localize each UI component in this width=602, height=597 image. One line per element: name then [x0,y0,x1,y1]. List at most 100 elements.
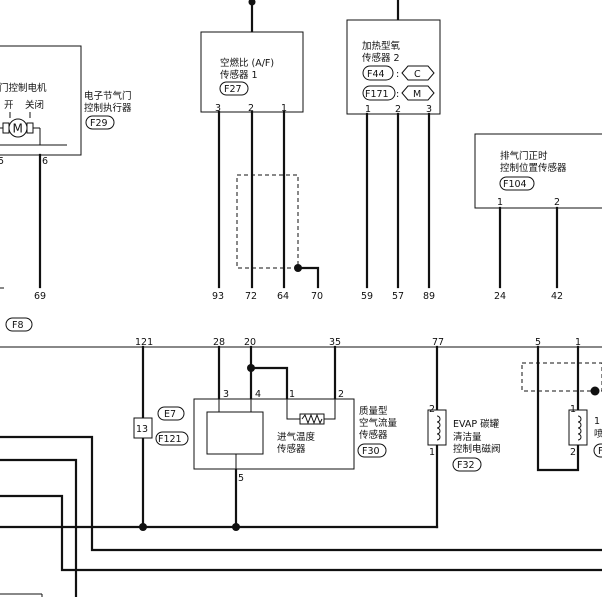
connector-e7-badge [157,406,185,421]
throttle-motor-label: 门控制电机 [0,82,47,94]
af-pin-3: 3 [215,103,221,114]
iat-resistor-icon [301,413,323,425]
right-connector: F [598,446,602,457]
maf-pin-5: 5 [238,473,244,484]
af-sensor-box [200,31,304,113]
iat-label-line1: 进气温度 [277,431,316,443]
right-shield-junction [590,386,600,396]
motor-pin-5: 5 [0,156,4,167]
cam-pin-2: 2 [554,197,560,208]
ecm-pin-5: 5 [535,337,541,348]
upper-harness [38,110,559,289]
ecm-pin-121: 121 [135,337,153,348]
af-sensor-line2: 传感器 1 [220,69,258,81]
connector-f171-badge [362,85,396,101]
cam-sensor-line1: 排气门正时 [500,150,548,162]
connector-f104: F104 [503,179,527,190]
wire-long-b [0,458,78,597]
throttle-actuator-line2: 控制执行器 [84,102,132,114]
ecm-pin-42: 42 [551,291,563,302]
ecm-pin-1: 1 [575,337,581,348]
connector-code-c: C [414,69,421,80]
cam-sensor-line2: 控制位置传感器 [500,162,567,174]
right-shield-box [521,362,602,392]
af-top-junction [248,0,256,6]
iat-lead-left [286,399,300,420]
connector-f8: F8 [12,320,24,331]
af-sensor: 4 空燃比 (A/F) 传感器 1 F27 3 2 1 [200,0,304,114]
right-label-line2: 喷 [594,429,602,440]
throttle-actuator-label-group: 电子节气门 控制执行器 F29 [84,90,132,130]
ecm-pins-bottom: 121 28 20 35 77 5 1 [135,337,581,348]
joint-connector: 13 E7 F121 [133,406,189,446]
maf-pin-3: 3 [223,389,229,400]
ecm-pin-35: 35 [329,337,341,348]
connector-f44-badge [362,65,394,81]
wire-long-a [0,435,602,552]
ecm-pin-24: 24 [494,291,506,302]
ho2s-pin-1: 1 [365,104,371,115]
evap-pin-2: 2 [429,404,435,415]
connector-code-m: M [413,89,421,100]
shield-box [236,174,299,269]
ho2s-line1: 加热型氧 [362,40,401,52]
heated-oxygen-sensor-2: 4 加热型氧 传感器 2 F44 : C F171 : M 1 2 3 [346,0,441,115]
ecm-pin-70: 70 [311,291,323,302]
connector-f8-badge [5,317,33,332]
ecm-pin-59: 59 [361,291,373,302]
maf-label-line2: 空气流量 [359,417,398,429]
ground-junction-121 [139,523,147,531]
connector-f27-badge [219,81,249,96]
joint-connector-box [133,417,153,439]
ecm-pin-20: 20 [244,337,256,348]
ecm-pins-top: 69 93 72 64 70 59 57 89 24 42 [0,287,563,302]
connector-f29-badge [85,115,115,130]
iat-label-line2: 传感器 [277,443,306,455]
connector-f29: F29 [90,118,108,129]
throttle-control-motor: 门控制电机 开 关闭 M 5 6 [0,45,82,167]
connector-e7: E7 [164,409,176,420]
ho2s-colon-b: : [396,89,399,100]
mass-air-flow-sensor: 3 4 1 2 5 进气温度 传感器 质量型 空气流量 传感器 F30 [193,389,398,484]
ecm-connector: F8 [0,317,602,348]
ground-junction-maf [232,523,240,531]
connector-f104-badge [499,176,535,191]
connector-f30: F30 [362,446,380,457]
connector-f27: F27 [224,84,242,95]
cam-sensor-box [474,133,602,209]
motor-pin-6: 6 [42,156,48,167]
throttle-actuator-line1: 电子节气门 [84,90,132,102]
lower-harness [0,345,602,597]
ho2s-line2: 传感器 2 [362,52,400,64]
right-pin-1: 1 [570,404,576,415]
connector-f30-badge [357,443,387,458]
ecm-pin-72: 72 [245,291,257,302]
ecm-pin-77: 77 [432,337,444,348]
ecm-pin-28: 28 [213,337,225,348]
evap-label-line3: 控制电磁阀 [453,443,501,455]
evap-coil-icon [436,415,441,441]
evap-label-line1: EVAP 碳罐 [453,418,500,430]
right-coil-icon [577,415,582,441]
connector-f121-badge [155,431,189,446]
maf-element-box [206,411,264,455]
throttle-close-label: 关闭 [25,99,44,111]
connector-f171: F171 [365,89,389,100]
ecm-pin-69: 69 [34,291,46,302]
right-partial-component: 1 2 1 喷 F [521,345,602,472]
wire-long-c [0,494,602,572]
cam-pin-1: 1 [497,197,503,208]
maf-label-line3: 传感器 [359,429,388,441]
ho2s-pin-3: 3 [426,104,432,115]
motor-brush-right [26,122,34,134]
connector-f121: F121 [158,434,182,445]
right-connector-badge [593,443,602,458]
evap-pin-1: 1 [429,447,435,458]
ecm-pin-57: 57 [392,291,404,302]
maf-pin-1: 1 [289,389,295,400]
exhaust-cam-position-sensor: 排气门正时 控制位置传感器 F104 1 2 [474,133,602,209]
wire-right-5 [536,345,580,472]
right-label-line1: 1 [594,416,600,427]
maf-pin-2: 2 [338,389,344,400]
